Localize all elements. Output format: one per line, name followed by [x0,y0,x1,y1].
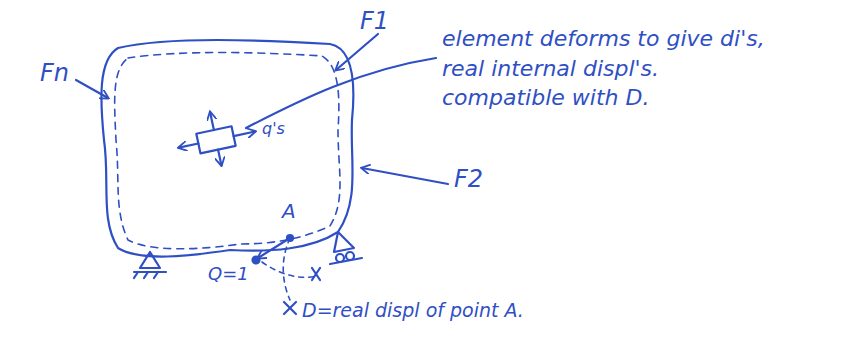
annotation-note: element deforms to give di's, real inter… [442,24,772,113]
displacement-note: D=real displ of point A. [302,300,524,322]
internal-force-label: q's [262,120,285,138]
force-label: F1 [360,8,389,36]
unit-load-label: Q=1 [208,264,249,285]
force-label: Fn [40,60,69,88]
point-label: A [282,200,296,223]
force-label: F2 [454,166,483,194]
